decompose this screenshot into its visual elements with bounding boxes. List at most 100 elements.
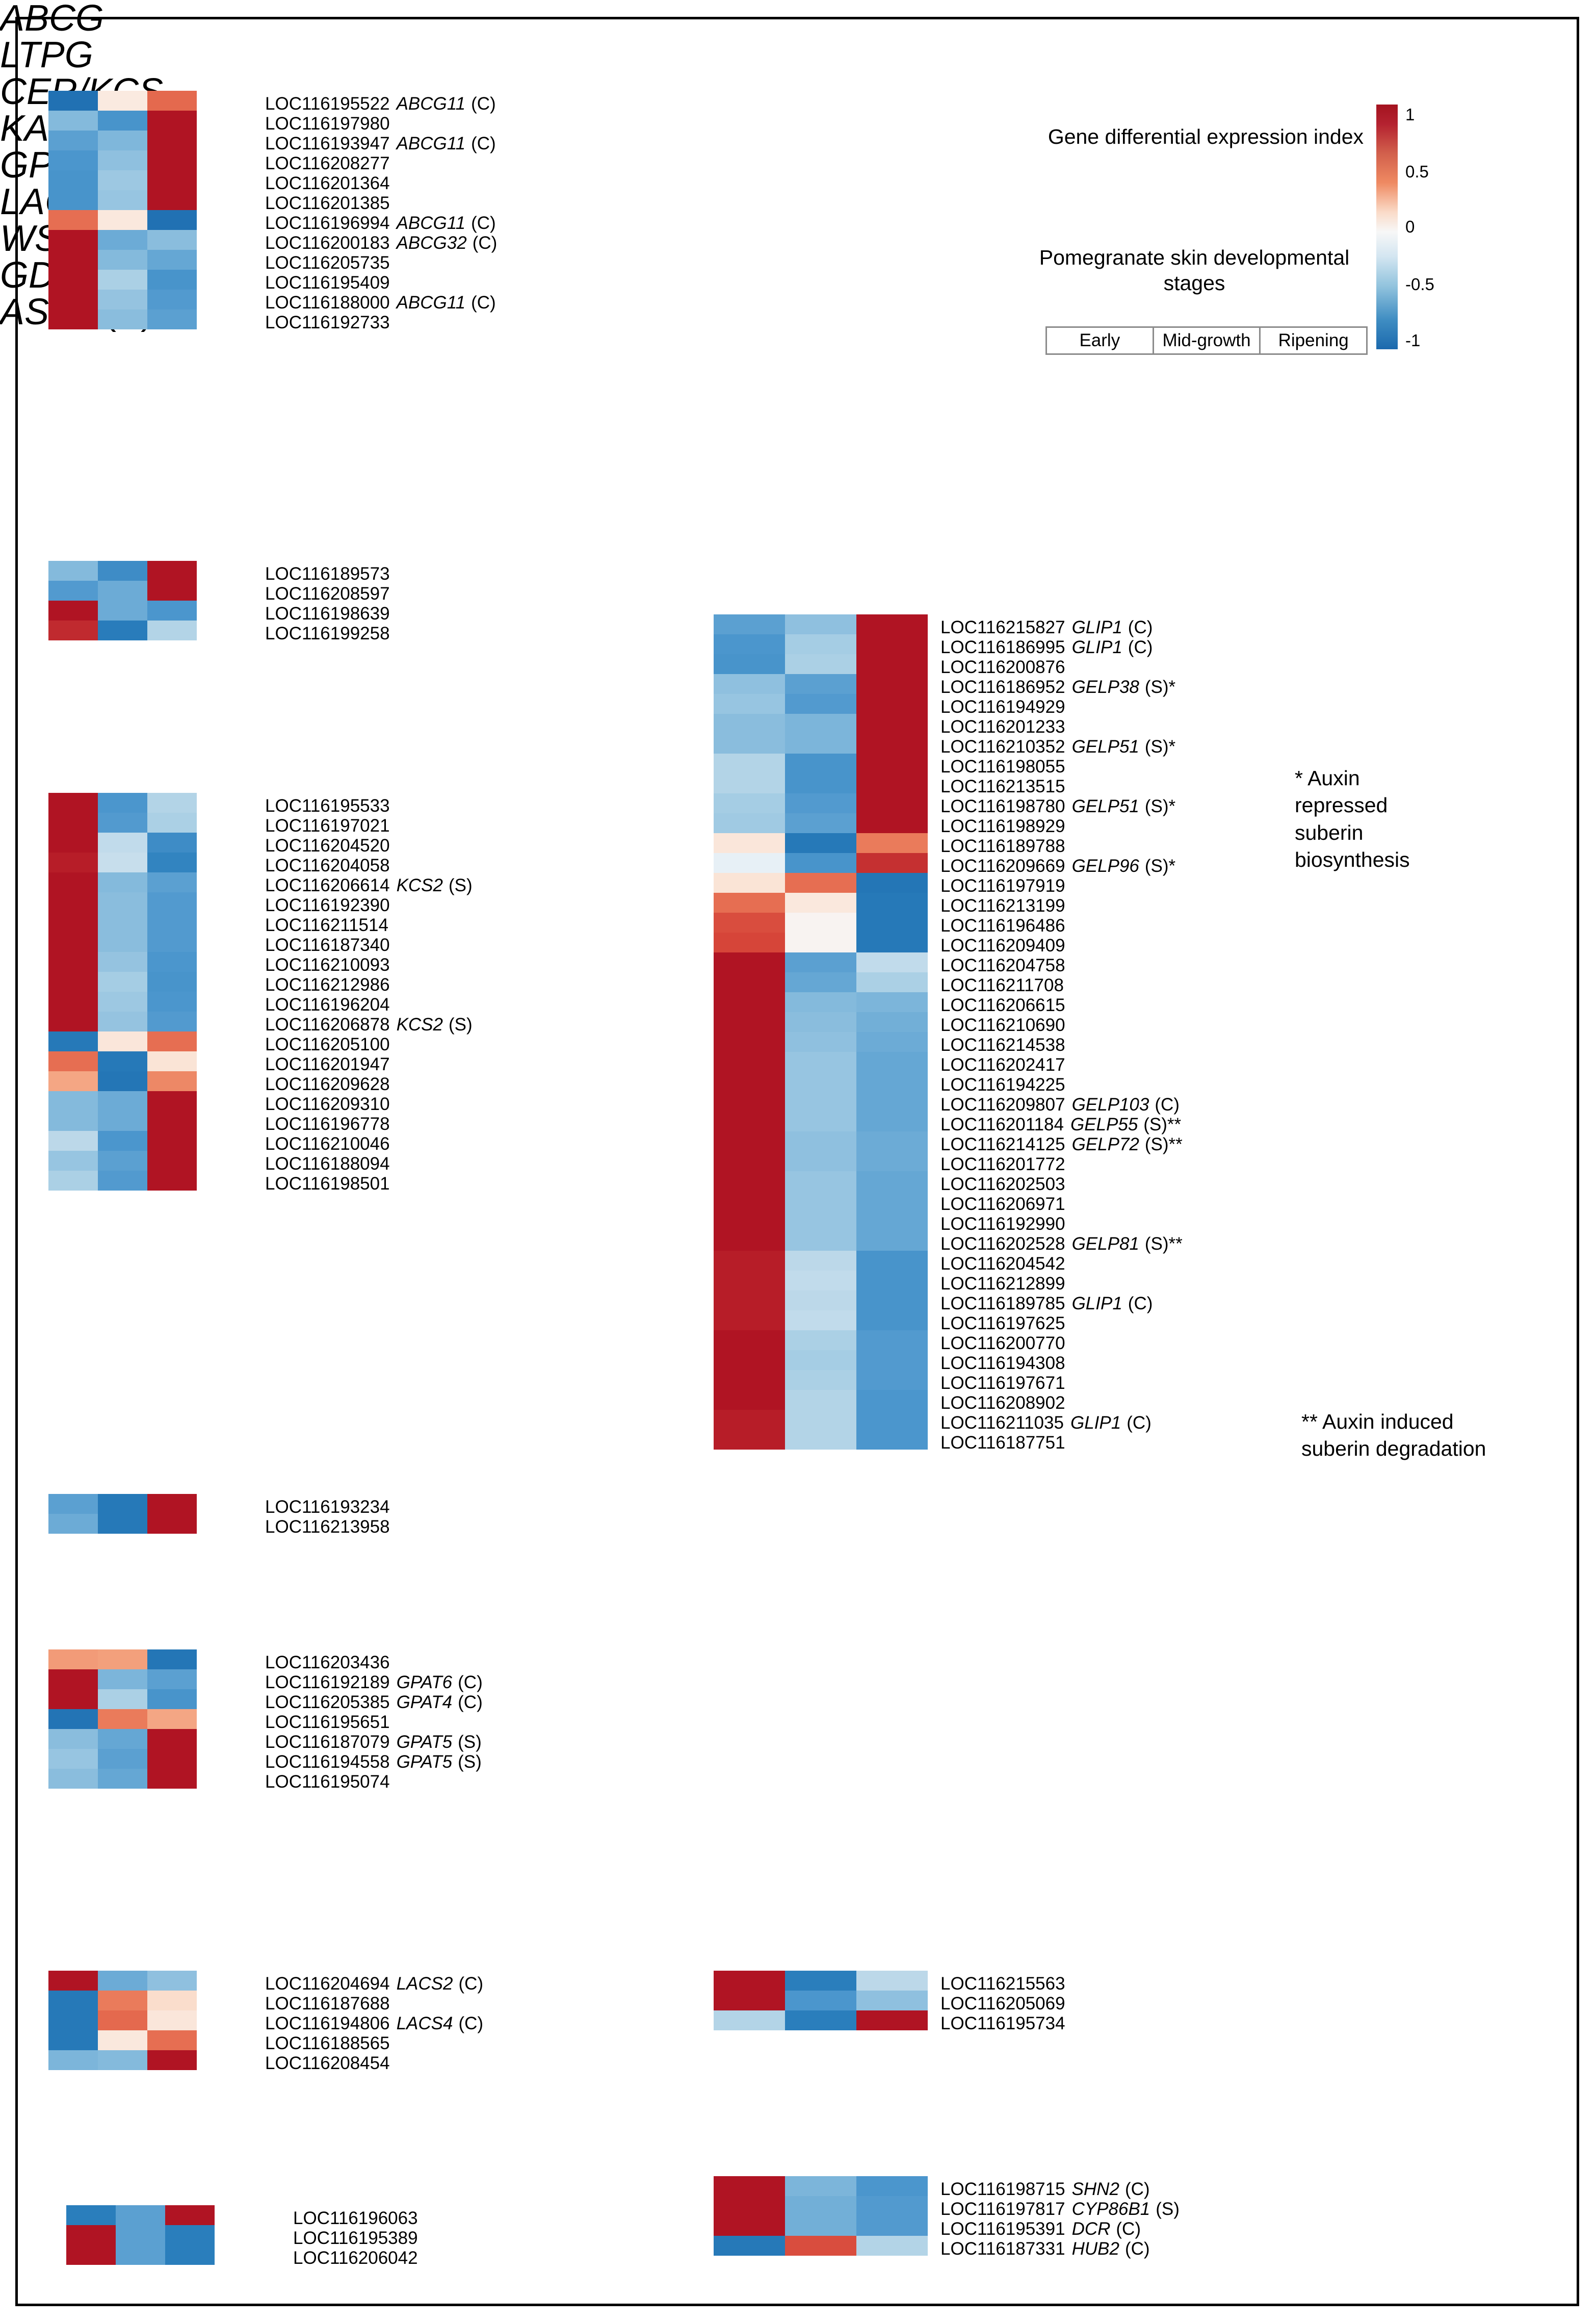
heatmap-cell bbox=[98, 309, 147, 329]
heatmap-cell bbox=[714, 1151, 785, 1171]
heatmap-cell bbox=[147, 1769, 197, 1789]
heatmap-cell bbox=[856, 1330, 928, 1350]
heatmap-wsd bbox=[66, 2205, 215, 2265]
gene-locus-id: LOC116215827 bbox=[940, 617, 1065, 637]
heatmap-cell bbox=[147, 1131, 197, 1151]
gene-row-label: LOC116189573 bbox=[265, 564, 390, 584]
heatmap-cer-kcs bbox=[48, 793, 197, 1191]
heatmap-cell bbox=[147, 932, 197, 952]
heatmap-cell bbox=[714, 674, 785, 694]
heatmap-cell bbox=[147, 1669, 197, 1689]
gene-row-label: LOC116201364 bbox=[265, 173, 497, 193]
gene-row-label: LOC116212899 bbox=[940, 1274, 1183, 1294]
heatmap-row bbox=[714, 714, 928, 734]
heatmap-cell bbox=[714, 1390, 785, 1410]
heatmap-row bbox=[48, 2010, 197, 2030]
gene-annotation-suffix: (S)** bbox=[1143, 1114, 1182, 1134]
heatmap-cell bbox=[714, 2176, 785, 2196]
heatmap-row bbox=[48, 1031, 197, 1051]
heatmap-row bbox=[714, 893, 928, 913]
heatmap-cell bbox=[856, 1290, 928, 1310]
heatmap-cell bbox=[856, 754, 928, 773]
heatmap-cell bbox=[856, 1211, 928, 1231]
heatmap-cell bbox=[714, 952, 785, 972]
heatmap-cell bbox=[147, 1991, 197, 2010]
gene-row-label: LOC116194308 bbox=[940, 1353, 1183, 1373]
heatmap-cell bbox=[785, 694, 856, 714]
heatmap-cell bbox=[785, 1430, 856, 1450]
heatmap-cell bbox=[48, 972, 98, 992]
heatmap-cell bbox=[147, 1071, 197, 1091]
heatmap-cell bbox=[98, 131, 147, 150]
heatmap-cell bbox=[714, 1330, 785, 1350]
heatmap-cell bbox=[856, 2216, 928, 2236]
gene-symbol: HUB2 bbox=[1071, 2238, 1119, 2259]
gene-locus-id: LOC116197919 bbox=[940, 875, 1065, 896]
heatmap-cell bbox=[714, 734, 785, 754]
gene-locus-id: LOC116211708 bbox=[940, 975, 1064, 995]
heatmap-row bbox=[48, 932, 197, 952]
heatmap-cell bbox=[48, 1669, 98, 1689]
heatmap-cell bbox=[98, 270, 147, 290]
heatmap-cell bbox=[116, 2225, 165, 2245]
gene-symbol: GELP55 bbox=[1070, 1114, 1138, 1134]
gene-locus-id: LOC116196204 bbox=[265, 994, 390, 1015]
heatmap-cell bbox=[785, 873, 856, 893]
gene-locus-id: LOC116195651 bbox=[265, 1712, 390, 1732]
heatmap-cell bbox=[714, 1290, 785, 1310]
heatmap-cell bbox=[856, 972, 928, 992]
heatmap-row bbox=[48, 1749, 197, 1769]
gene-locus-id: LOC116209409 bbox=[940, 935, 1065, 956]
heatmap-cell bbox=[147, 131, 197, 150]
heatmap-cell bbox=[856, 2236, 928, 2256]
heatmap-row bbox=[714, 1012, 928, 1032]
heatmap-row bbox=[48, 2030, 197, 2050]
heatmap-cell bbox=[98, 972, 147, 992]
heatmap-cell bbox=[856, 1052, 928, 1072]
gene-locus-id: LOC116188094 bbox=[265, 1153, 390, 1174]
heatmap-cell bbox=[856, 1430, 928, 1450]
gene-row-label: LOC116188565 bbox=[265, 2033, 483, 2053]
heatmap-cell bbox=[147, 813, 197, 833]
heatmap-cell bbox=[98, 992, 147, 1012]
gene-row-label: LOC116208597 bbox=[265, 584, 390, 604]
heatmap-cell bbox=[785, 1052, 856, 1072]
heatmap-cell bbox=[48, 230, 98, 250]
heatmap-cell bbox=[147, 1649, 197, 1669]
heatmap-cell bbox=[48, 601, 98, 621]
heatmap-cell bbox=[147, 853, 197, 872]
gene-locus-id: LOC116212986 bbox=[265, 974, 390, 995]
heatmap-cell bbox=[714, 972, 785, 992]
heatmap-cell bbox=[165, 2205, 215, 2225]
gene-row-label: LOC116202503 bbox=[940, 1174, 1183, 1194]
heatmap-cell bbox=[714, 2196, 785, 2216]
gene-symbol: GELP96 bbox=[1071, 856, 1139, 876]
heatmap-cell bbox=[714, 813, 785, 833]
heatmap-cell bbox=[48, 813, 98, 833]
gene-annotation-suffix: (S)* bbox=[1144, 677, 1176, 697]
heatmap-row bbox=[714, 933, 928, 952]
gene-locus-id: LOC116214538 bbox=[940, 1035, 1065, 1055]
heatmap-cell bbox=[147, 601, 197, 621]
heatmap-row bbox=[48, 1514, 197, 1534]
heatmap-row bbox=[714, 754, 928, 773]
heatmap-extra bbox=[714, 2176, 928, 2256]
heatmap-cell bbox=[785, 2176, 856, 2196]
heatmap-row bbox=[714, 1191, 928, 1211]
gene-row-label: LOC116206615 bbox=[940, 995, 1183, 1015]
gene-locus-id: LOC116206615 bbox=[940, 995, 1065, 1015]
heatmap-abcg bbox=[48, 91, 197, 329]
gene-locus-id: LOC116195734 bbox=[940, 2013, 1065, 2033]
gene-locus-id: LOC116198929 bbox=[940, 816, 1065, 836]
heatmap-cell bbox=[147, 892, 197, 912]
heatmap-row bbox=[48, 1151, 197, 1171]
gene-symbol: GELP103 bbox=[1071, 1094, 1149, 1115]
gene-locus-id: LOC116195533 bbox=[265, 795, 390, 816]
heatmap-row bbox=[48, 230, 197, 250]
